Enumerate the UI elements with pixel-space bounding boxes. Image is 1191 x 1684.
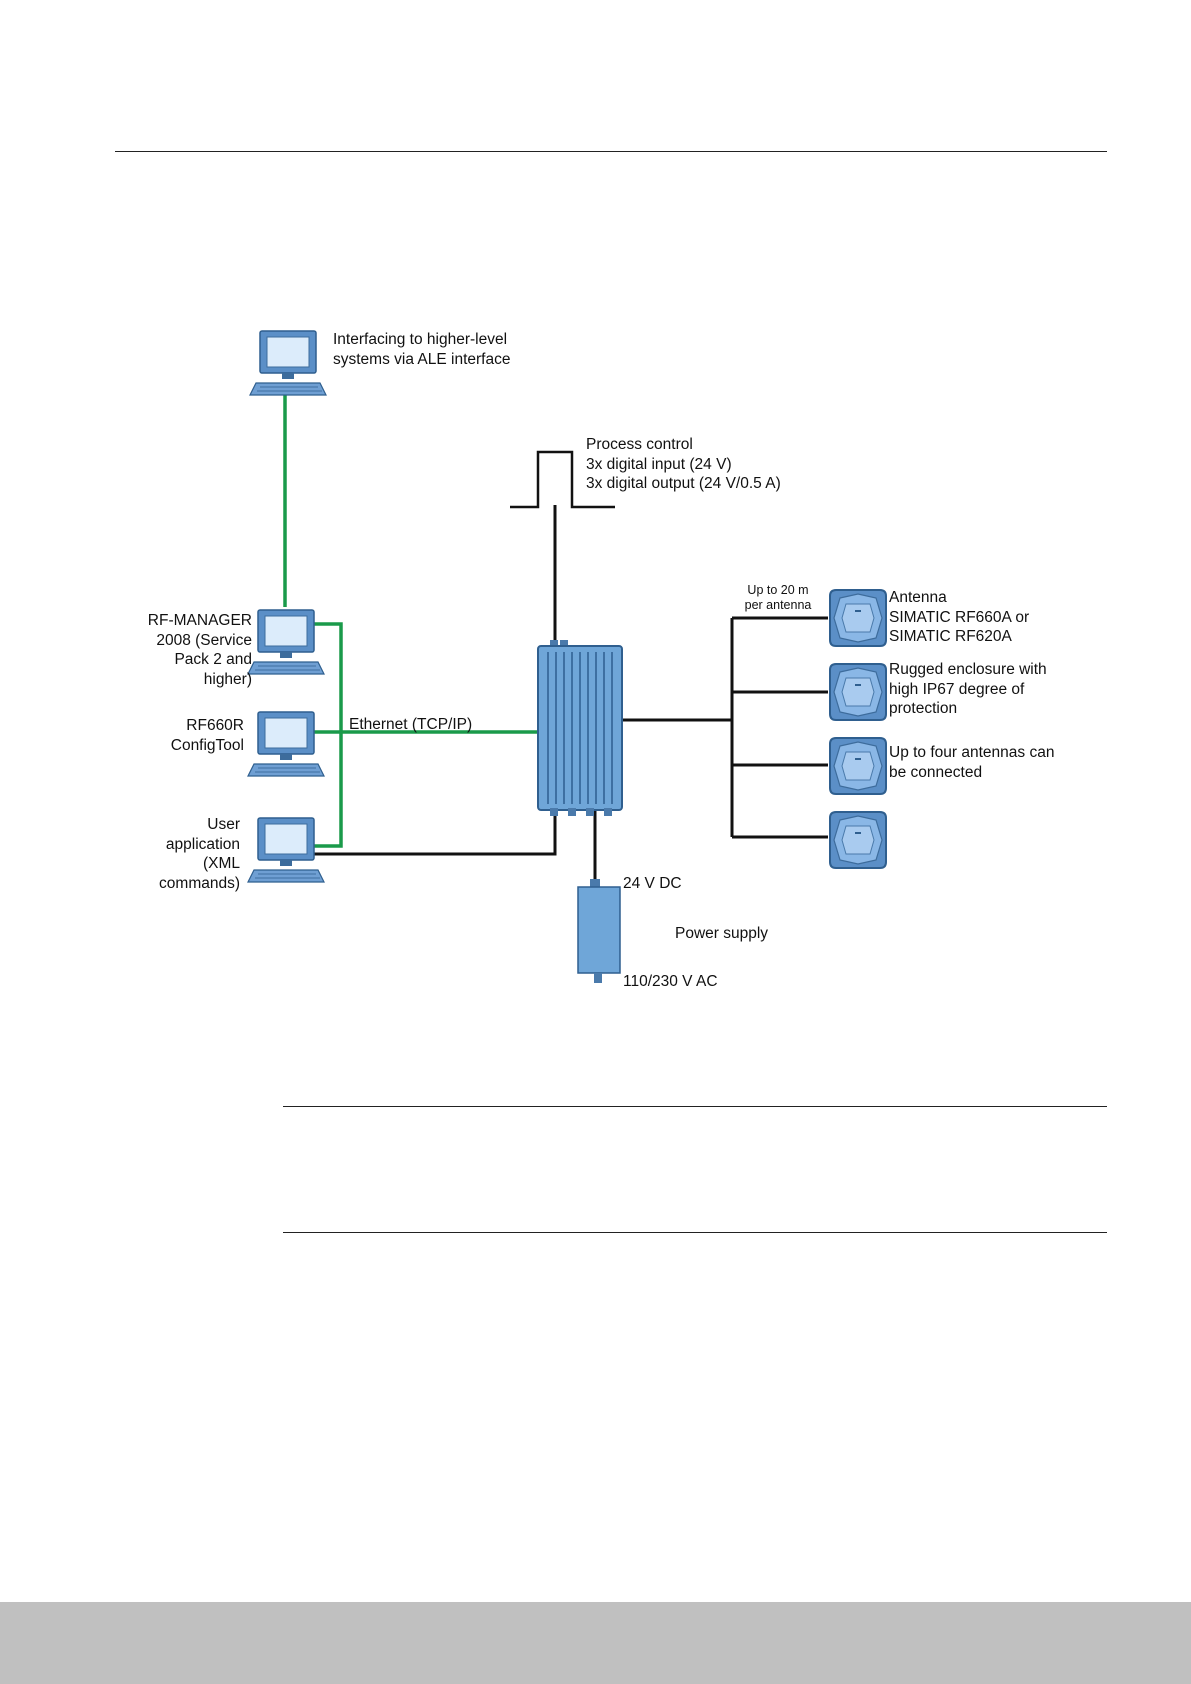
wiring bbox=[314, 505, 828, 887]
antenna-1-icon bbox=[829, 589, 887, 647]
power-supply-label: Power supply bbox=[675, 925, 769, 942]
user-application-label: User application (XML commands) bbox=[159, 816, 240, 892]
reader-device-icon bbox=[537, 640, 623, 816]
ethernet-lines bbox=[283, 391, 540, 848]
antenna-label: Antenna SIMATIC RF660A or SIMATIC RF620A bbox=[889, 589, 1030, 645]
note-rule-bottom bbox=[283, 1232, 1107, 1233]
antenna-2-icon bbox=[829, 663, 887, 721]
antenna-3-icon bbox=[829, 737, 887, 795]
ac-input-label: 110/230 V AC bbox=[623, 973, 718, 990]
antenna-4-icon bbox=[829, 811, 887, 869]
ale-computer-icon bbox=[249, 330, 327, 396]
footer-band bbox=[0, 1602, 1191, 1684]
dc-output-label: 24 V DC bbox=[623, 875, 682, 892]
ale-interface-label: Interfacing to higher-level systems via … bbox=[333, 331, 511, 368]
rf-manager-label: RF-MANAGER 2008 (Service Pack 2 and high… bbox=[147, 612, 252, 688]
ethernet-label: Ethernet (TCP/IP) bbox=[349, 716, 473, 733]
four-antennas-label: Up to four antennas can be connected bbox=[889, 744, 1055, 781]
top-rule bbox=[115, 151, 1107, 152]
enclosure-label: Rugged enclosure with high IP67 degree o… bbox=[889, 661, 1047, 717]
pulse-symbol bbox=[510, 450, 615, 509]
user-application-computer-icon bbox=[247, 817, 325, 883]
config-tool-computer-icon bbox=[247, 711, 325, 777]
note-rule-top bbox=[283, 1106, 1107, 1107]
config-tool-label: RF660R ConfigTool bbox=[170, 717, 244, 754]
process-control-label: Process control 3x digital input (24 V) … bbox=[586, 436, 781, 492]
rf-manager-computer-icon bbox=[247, 609, 325, 675]
power-supply-icon bbox=[577, 879, 621, 983]
cable-length-label: Up to 20 m per antenna bbox=[744, 583, 812, 612]
